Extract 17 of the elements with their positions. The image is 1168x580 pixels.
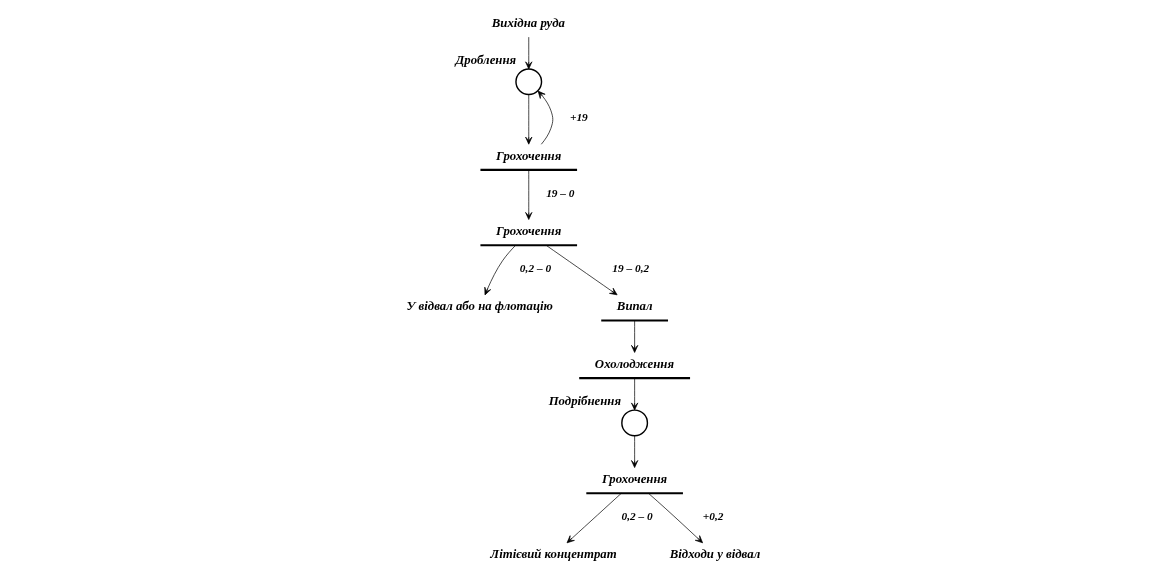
node-text: Вихідна руда	[491, 15, 565, 30]
node-text: Грохочення	[496, 148, 562, 163]
edge-label: 0,2 – 0	[621, 510, 653, 523]
edge-label: 0,2 – 0	[519, 262, 552, 275]
node-label: Подрібнення	[548, 394, 622, 409]
node-text: Грохочення	[496, 223, 562, 238]
node-text: У відвал або на флотацію	[406, 299, 553, 314]
node-text: Випал	[616, 299, 653, 314]
node-text: Охолодження	[594, 356, 675, 371]
edge-label: 19 – 0	[546, 186, 575, 199]
edge-label: 19 – 0,2	[612, 262, 650, 275]
node-label: Дроблення	[455, 53, 517, 68]
node-text: Літієвий концентрат	[490, 547, 617, 562]
node-text: Відходи у відвал	[669, 547, 761, 562]
node-text: Грохочення	[601, 471, 668, 486]
edge-label: +0,2	[702, 510, 724, 523]
edge-label: +19	[569, 111, 588, 124]
